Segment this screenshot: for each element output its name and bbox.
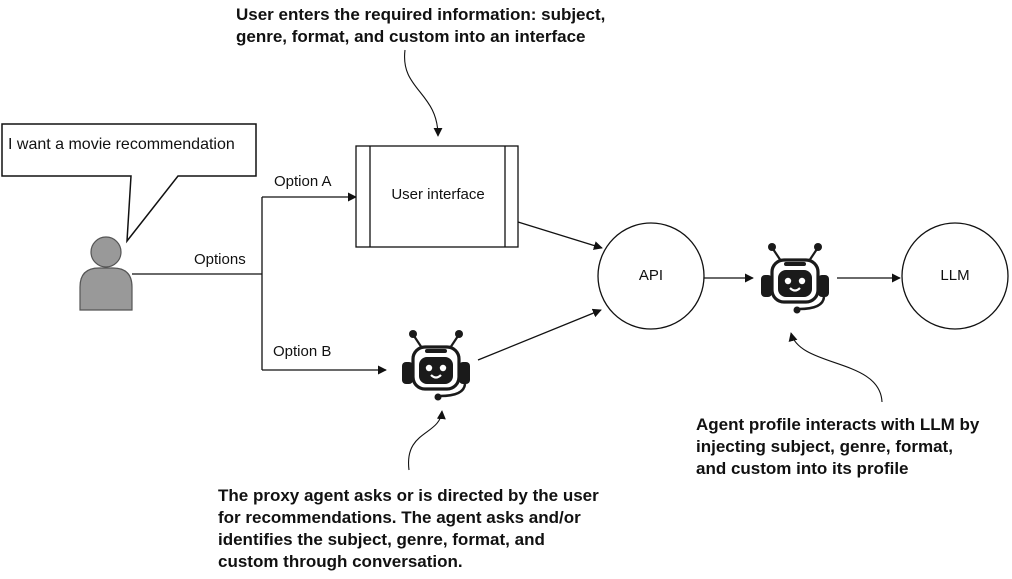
api-node bbox=[597, 222, 705, 330]
user-interface-label: User interface bbox=[391, 186, 485, 203]
flow-arrows bbox=[477, 221, 901, 361]
proxy-agent-robot-icon bbox=[400, 328, 472, 403]
option-b-label: Option B bbox=[273, 343, 332, 360]
user-icon bbox=[79, 236, 133, 311]
options-connector bbox=[132, 192, 387, 375]
llm-label: LLM bbox=[940, 267, 970, 284]
annotation-pointers bbox=[404, 49, 883, 471]
profile-agent-robot-icon bbox=[759, 241, 831, 316]
annotation-line: identifies the subject, genre, format, a… bbox=[218, 530, 545, 549]
option-a-label: Option A bbox=[274, 173, 332, 190]
annotation-line: injecting subject, genre, format, bbox=[696, 437, 953, 456]
options-label: Options bbox=[194, 251, 246, 268]
api-label: API bbox=[638, 267, 664, 284]
speech-bubble-text: I want a movie recommendation bbox=[8, 136, 235, 153]
annotation-line: custom through conversation. bbox=[218, 552, 463, 571]
annotation-user-interface: User enters the required information: su… bbox=[236, 4, 605, 48]
speech-bubble bbox=[1, 123, 257, 244]
llm-node bbox=[901, 222, 1009, 330]
annotation-line: and custom into its profile bbox=[696, 459, 909, 478]
annotation-line: Agent profile interacts with LLM by bbox=[696, 415, 980, 434]
user-interface-box bbox=[355, 145, 519, 248]
annotation-line: User enters the required information: su… bbox=[236, 5, 606, 24]
annotation-proxy-agent: The proxy agent asks or is directed by t… bbox=[218, 485, 599, 573]
annotation-agent-profile: Agent profile interacts with LLM by inje… bbox=[696, 414, 979, 480]
annotation-line: for recommendations. The agent asks and/… bbox=[218, 508, 581, 527]
annotation-line: genre, format, and custom into an interf… bbox=[236, 27, 586, 46]
annotation-line: The proxy agent asks or is directed by t… bbox=[218, 486, 599, 505]
